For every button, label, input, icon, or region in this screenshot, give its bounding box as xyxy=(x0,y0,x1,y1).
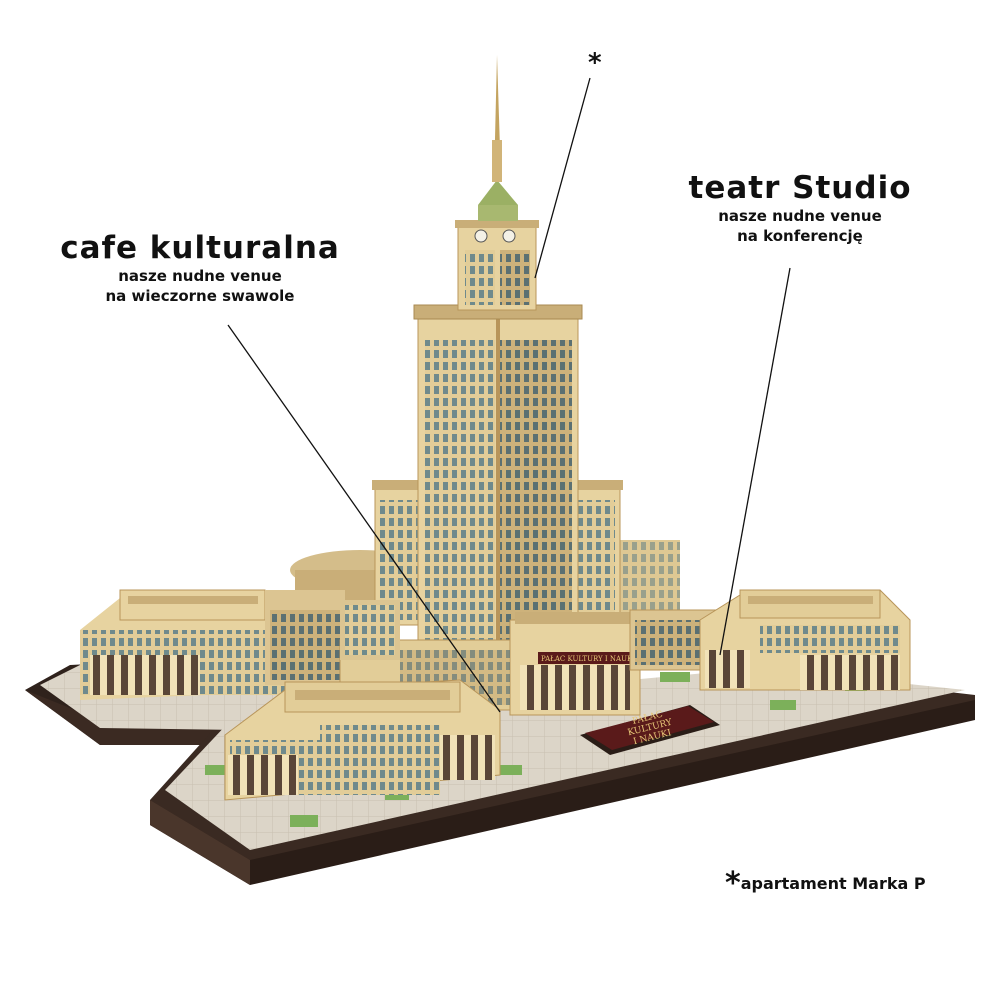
right-wing-building xyxy=(629,589,911,691)
cafe-subtitle-line-2: na wieczorne swawole xyxy=(105,287,295,305)
asterisk-marker: * xyxy=(588,48,602,78)
footnote: *apartament Marka P xyxy=(725,866,926,901)
teatr-title: teatr Studio xyxy=(688,170,912,206)
cafe-kulturalna-label: cafe kulturalna nasze nudne venue na wie… xyxy=(50,230,350,306)
teatr-subtitle-line-2: na konferencję xyxy=(737,227,863,245)
leader-lines xyxy=(227,77,791,713)
cafe-subtitle-line-1: nasze nudne venue xyxy=(118,267,282,285)
cafe-title: cafe kulturalna xyxy=(60,230,340,266)
teatr-subtitle-line-1: nasze nudne venue xyxy=(718,207,882,225)
leader-line-cafe xyxy=(227,324,501,713)
main-tower xyxy=(413,55,583,651)
footnote-text: apartament Marka P xyxy=(740,874,926,893)
front-left-building xyxy=(224,679,501,801)
footnote-asterisk: * xyxy=(725,866,741,901)
facade-sign: PAŁAC KULTURY I NAUKI xyxy=(541,655,635,663)
leader-line-apartment xyxy=(534,77,591,279)
teatr-studio-label: teatr Studio nasze nudne venue na konfer… xyxy=(680,170,920,246)
leader-line-teatr xyxy=(719,267,791,656)
front-sign-plaque: PAŁAC KULTURY I NAUKI xyxy=(580,705,720,755)
left-wing-building xyxy=(80,589,345,700)
